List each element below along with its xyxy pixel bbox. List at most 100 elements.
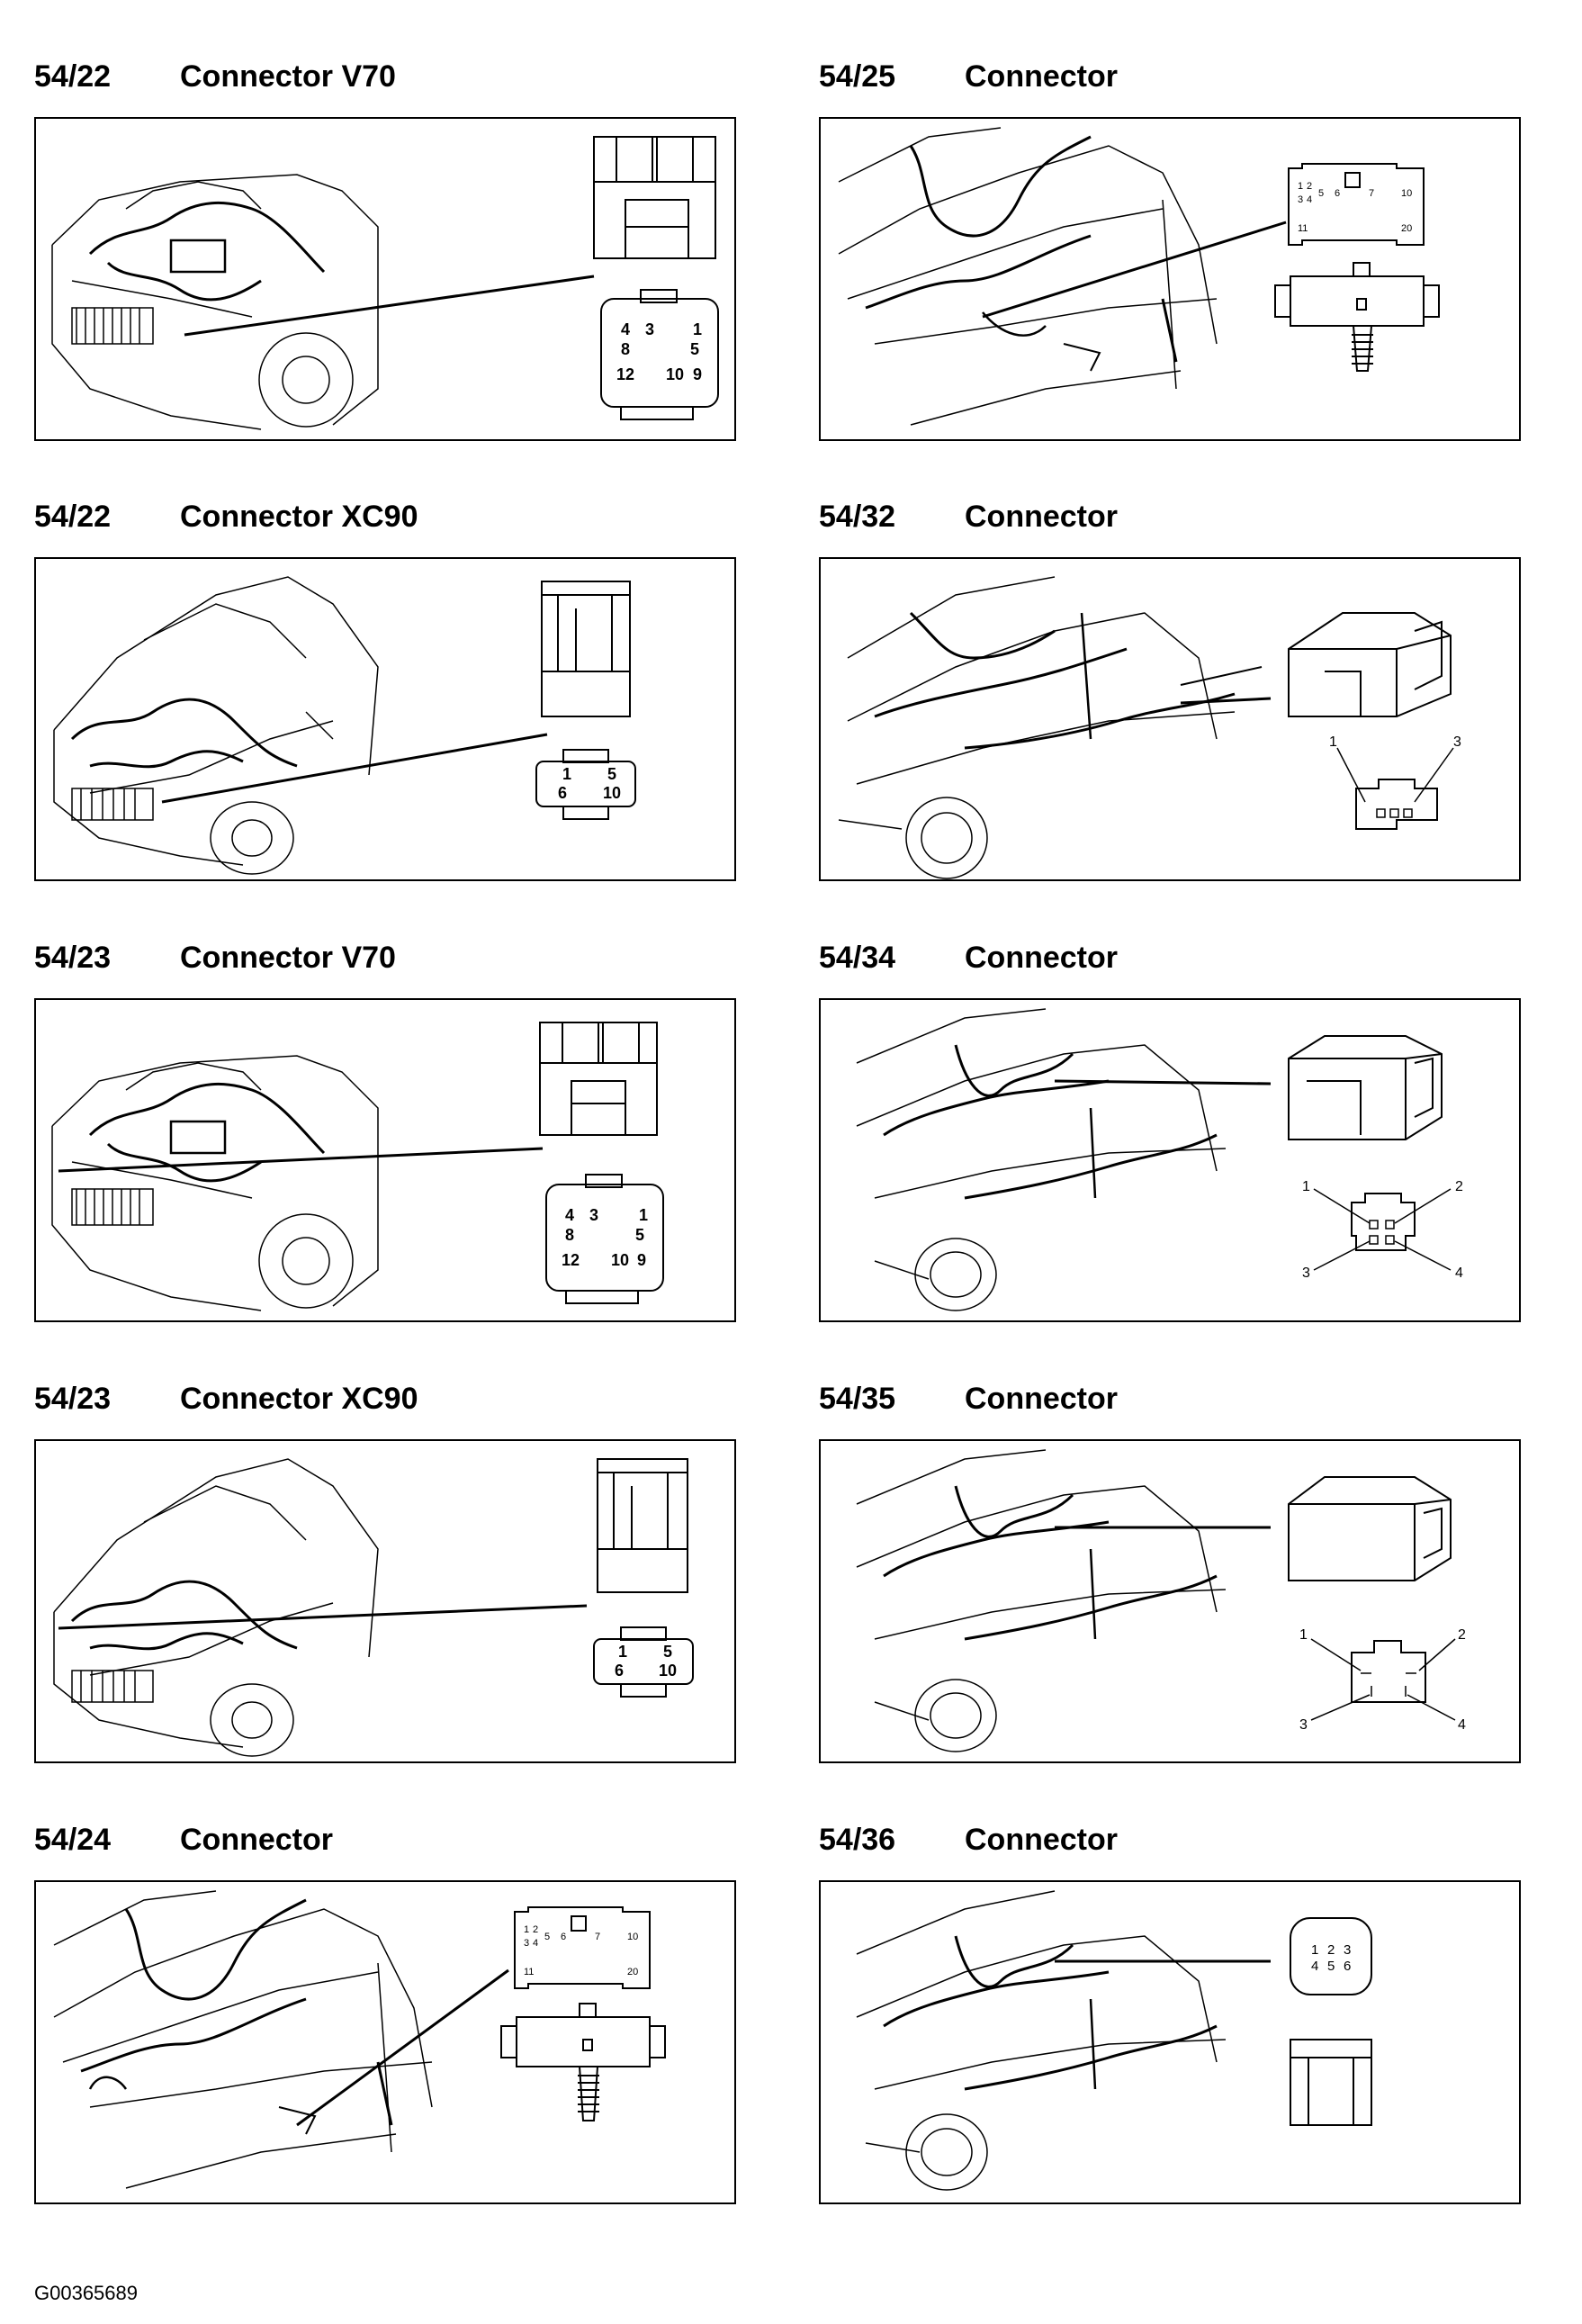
pin-label: 1 xyxy=(524,1924,529,1935)
pin-label: 12 xyxy=(616,365,634,383)
connector-name: Connector xyxy=(965,500,1118,534)
connector-diagram: 4 3 1 8 5 12 10 9 xyxy=(51,136,719,430)
diagram-frame: 1 2 3 4 5 6 7 10 11 20 xyxy=(819,117,1521,441)
diagram-frame: 1 2 3 4 5 6 7 10 11 20 xyxy=(34,1880,736,2204)
connector-face-10pin: 1 5 6 10 xyxy=(535,749,636,820)
car-front-illustration xyxy=(51,1055,379,1311)
connector-side-view xyxy=(1288,1476,1452,1581)
leader-line xyxy=(1054,1079,1272,1085)
pin-label: 6 xyxy=(1344,1959,1351,1974)
connector-side-view xyxy=(1288,1035,1443,1140)
connector-name: Connector xyxy=(180,1823,333,1857)
leader-line xyxy=(296,1968,509,2127)
car-side-illustration xyxy=(856,1449,1227,1752)
connector-face-20pin: 1 2 3 4 5 6 7 10 11 20 xyxy=(1288,163,1425,246)
pin-label: 1 xyxy=(618,1643,627,1661)
connector-name: Connector xyxy=(965,1823,1118,1857)
connector-code: 54/34 xyxy=(819,941,896,975)
leader-line xyxy=(161,733,548,804)
car-front-illustration xyxy=(53,1458,379,1757)
diagram-frame: 1 5 6 10 xyxy=(34,1439,736,1763)
pin-label: 5 xyxy=(607,765,616,783)
pin-label: 5 xyxy=(544,1932,550,1942)
pin-label: 1 xyxy=(639,1206,648,1224)
pin-label: 20 xyxy=(1401,223,1412,234)
diagram-frame: 1 5 6 10 xyxy=(34,557,736,881)
connector-code: 54/23 xyxy=(34,1382,112,1416)
pin-label: 2 xyxy=(1455,1179,1463,1194)
pin-label: 5 xyxy=(690,340,699,358)
connector-face-12pin: 4 3 1 8 5 12 10 9 xyxy=(600,289,719,420)
pin-label: 3 xyxy=(589,1206,598,1224)
pin-label: 11 xyxy=(524,1967,534,1977)
diagram-frame: 4 3 1 8 5 12 10 9 xyxy=(34,117,736,441)
pin-label: 7 xyxy=(1369,188,1374,199)
pin-label: 10 xyxy=(1401,188,1412,199)
leader-line xyxy=(184,275,595,337)
connector-side-view xyxy=(500,2003,666,2121)
leader-line xyxy=(1180,697,1272,705)
pin-label: 11 xyxy=(1298,223,1308,234)
connector-name: Connector V70 xyxy=(180,941,396,975)
pin-label: 7 xyxy=(595,1932,600,1942)
car-side-illustration xyxy=(856,1008,1227,1311)
pin-label: 1 xyxy=(1298,181,1303,192)
connector-face-12pin: 4 3 1 8 5 12 10 9 xyxy=(545,1174,664,1304)
connector-code: 54/35 xyxy=(819,1382,896,1416)
connector-face-3pin: 1 3 xyxy=(1329,734,1461,830)
diagram-frame: 1 3 xyxy=(819,557,1521,881)
pin-label: 9 xyxy=(693,365,702,383)
car-side-illustration xyxy=(856,1890,1227,2191)
car-front-illustration xyxy=(51,174,379,430)
pin-label: 4 xyxy=(621,320,630,338)
connector-face-20pin: 1 2 3 4 5 6 7 10 11 20 xyxy=(514,1906,651,1989)
pin-label: 3 xyxy=(1344,1942,1351,1958)
connector-name: Connector xyxy=(965,59,1118,94)
connector-face-6pin: 1 2 3 4 5 6 xyxy=(1290,1917,1372,1995)
pin-label: 5 xyxy=(663,1643,672,1661)
pin-label: 10 xyxy=(627,1932,638,1942)
pin-label: 10 xyxy=(603,784,621,802)
connector-diagram: 4 3 1 8 5 12 10 9 xyxy=(51,1022,664,1311)
connector-side-view xyxy=(539,1022,658,1136)
pin-label: 10 xyxy=(666,365,684,383)
pin-label: 4 xyxy=(1311,1959,1318,1974)
pin-label: 2 xyxy=(533,1924,538,1935)
pin-label: 4 xyxy=(533,1938,538,1949)
connector-code: 54/24 xyxy=(34,1823,112,1857)
connector-code: 54/22 xyxy=(34,500,112,534)
pin-label: 5 xyxy=(635,1226,644,1244)
connector-side-view xyxy=(1290,2039,1372,2126)
connector-diagram: 1 2 3 4 5 6 7 10 11 20 xyxy=(838,127,1440,426)
pin-label: 8 xyxy=(621,340,630,358)
car-side-illustration xyxy=(838,576,1263,879)
pin-label: 1 xyxy=(1299,1627,1308,1643)
pin-label: 3 xyxy=(1299,1717,1308,1733)
connector-diagram: 1 3 xyxy=(838,576,1461,879)
connector-name: Connector XC90 xyxy=(180,500,418,534)
pin-label: 5 xyxy=(1318,188,1324,199)
leader-line xyxy=(58,1147,544,1173)
pin-label: 1 xyxy=(1311,1942,1318,1958)
pin-label: 10 xyxy=(611,1251,629,1269)
pin-label: 1 xyxy=(562,765,571,783)
car-front-illustration xyxy=(53,576,379,875)
pin-label: 4 xyxy=(1458,1717,1466,1733)
pin-label: 4 xyxy=(1455,1266,1463,1281)
car-side-illustration xyxy=(838,127,1218,426)
connector-diagram: 1 2 3 4 5 6 7 10 11 20 xyxy=(53,1890,666,2189)
connector-code: 54/25 xyxy=(819,59,896,94)
pin-label: 3 xyxy=(1298,194,1303,205)
pin-label: 2 xyxy=(1327,1942,1335,1958)
pin-label: 8 xyxy=(565,1226,574,1244)
pin-label: 1 xyxy=(1302,1179,1310,1194)
pin-label: 3 xyxy=(1453,734,1461,750)
pin-label: 6 xyxy=(615,1662,624,1680)
connector-code: 54/22 xyxy=(34,59,112,94)
connector-code: 54/32 xyxy=(819,500,896,534)
leader-line xyxy=(982,221,1287,319)
figure-code: G00365689 xyxy=(34,2282,138,2304)
connector-diagram: 1 2 3 4 xyxy=(856,1008,1463,1311)
pin-label: 6 xyxy=(1335,188,1340,199)
diagram-frame: 1 2 3 4 xyxy=(819,1439,1521,1763)
